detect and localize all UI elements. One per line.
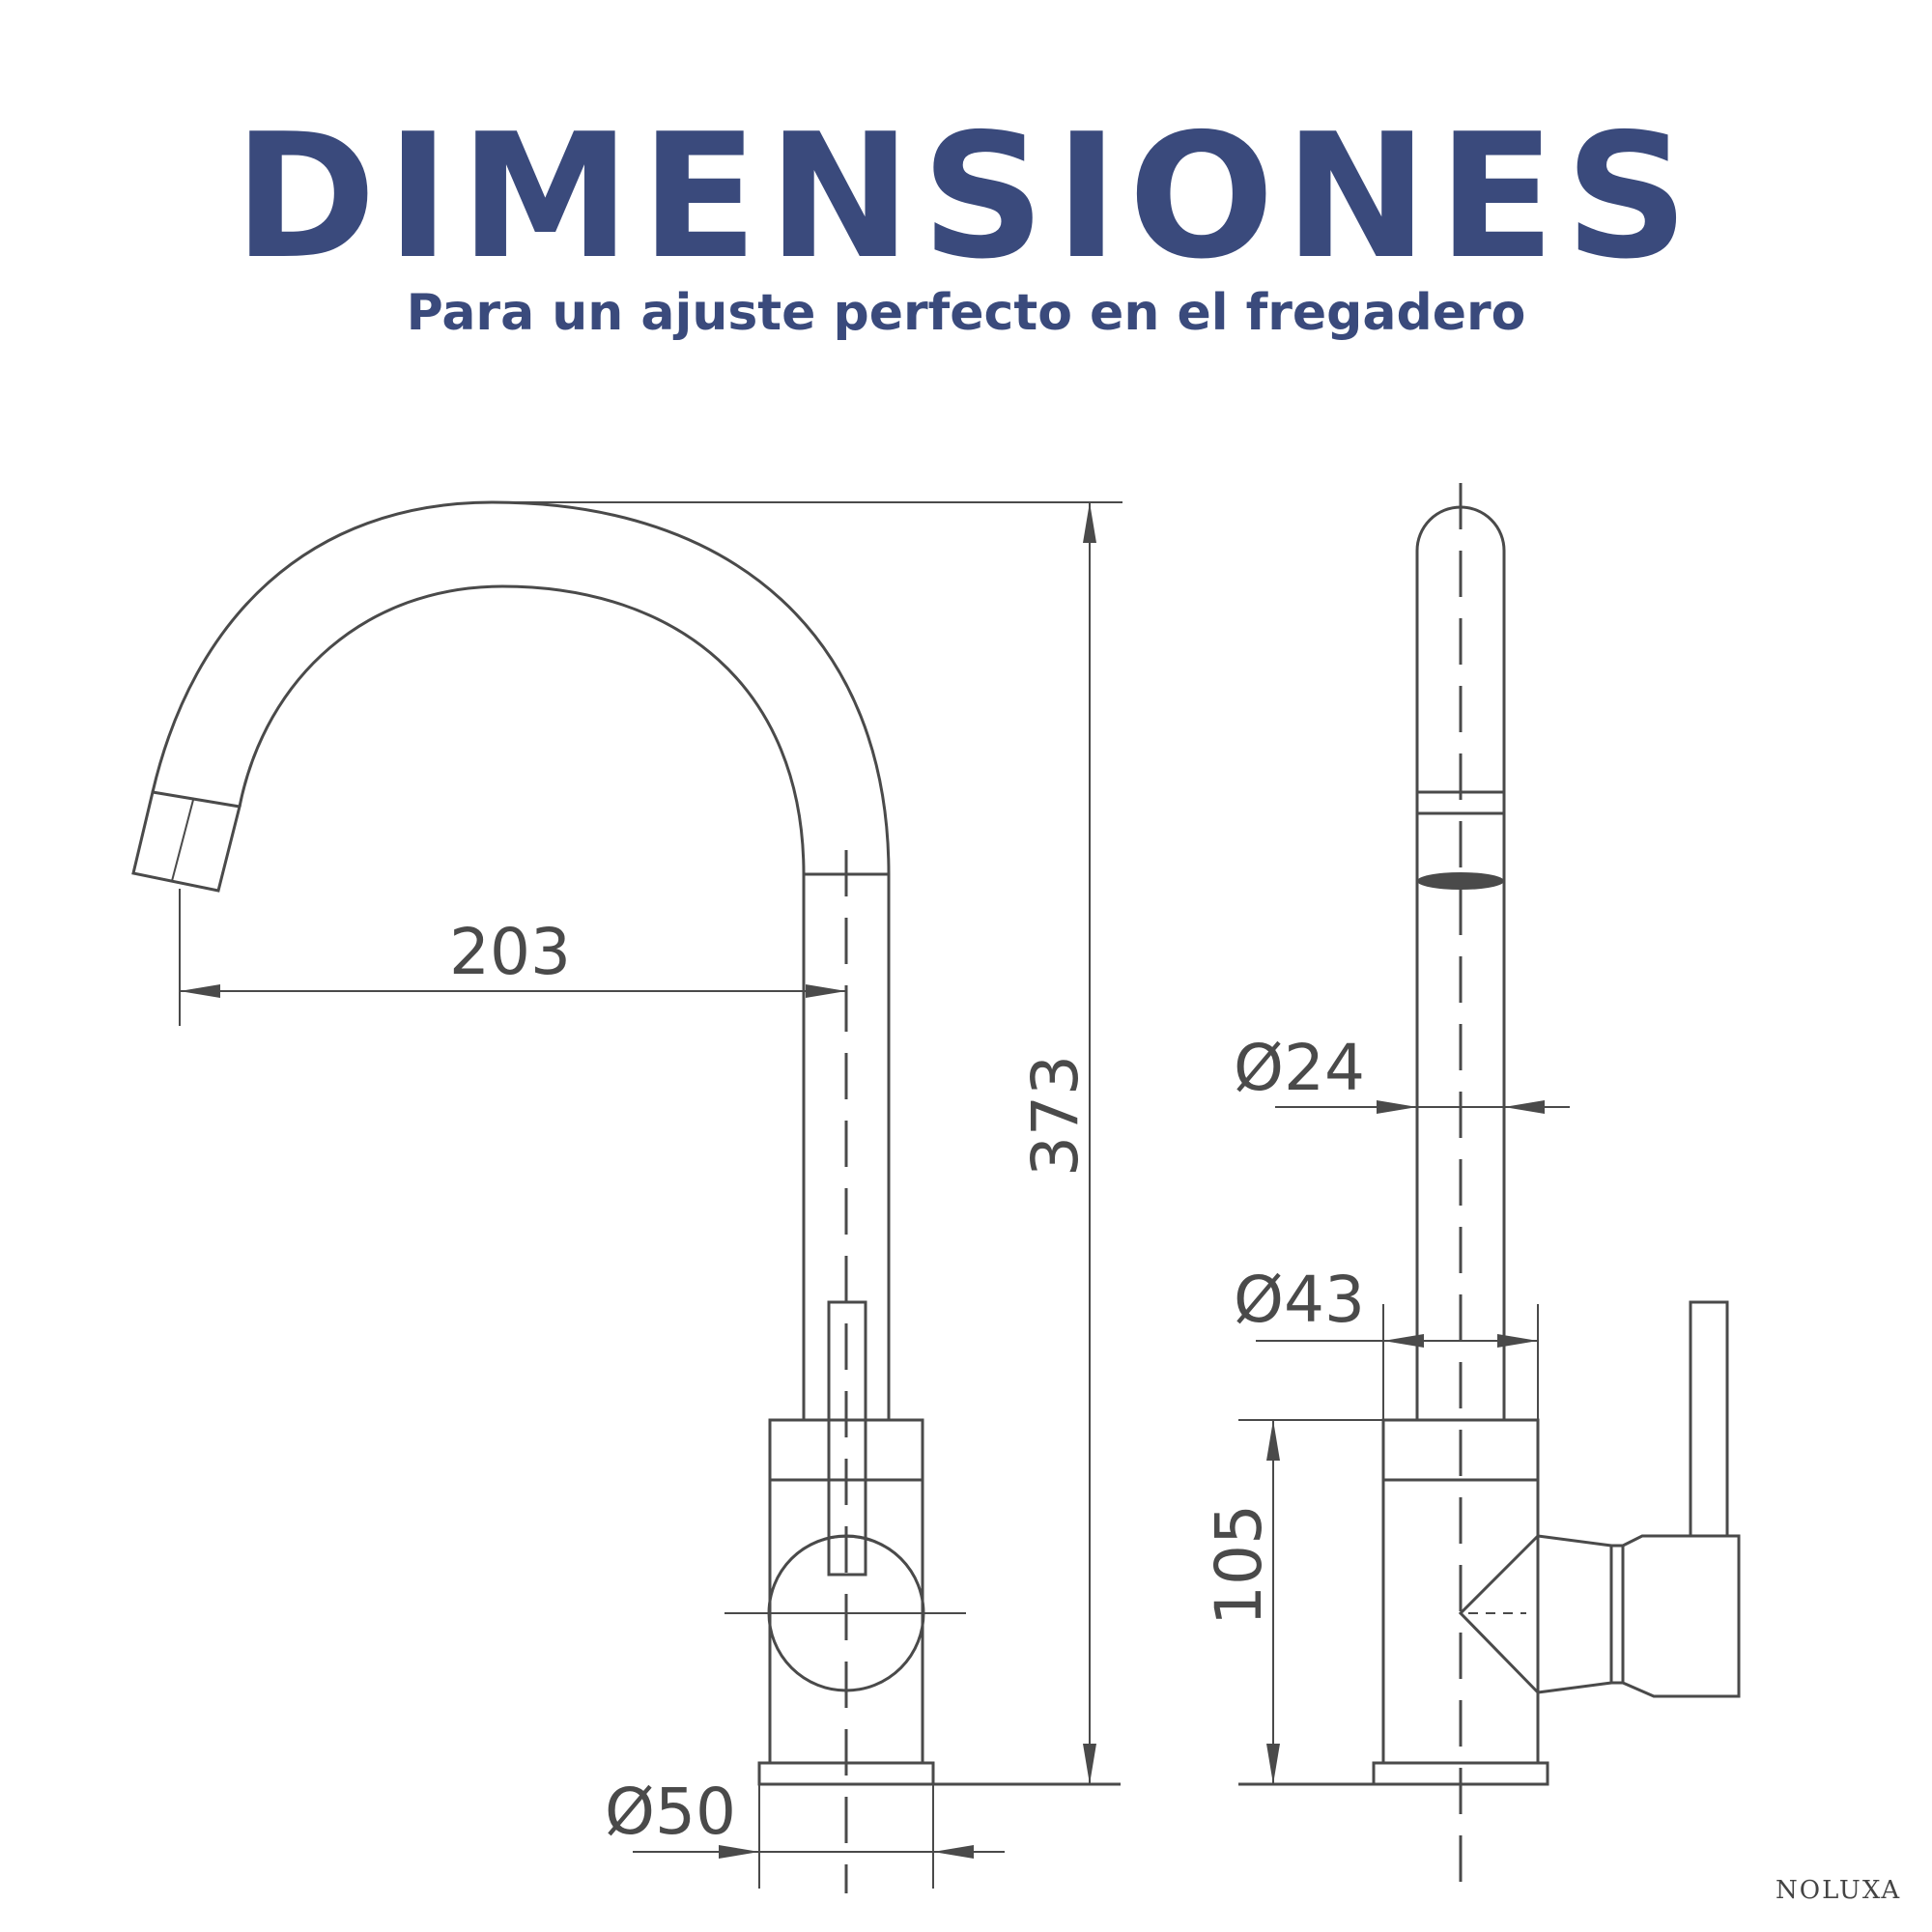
front-view: 203 373 Ø50 bbox=[131, 500, 1122, 1893]
spout-tip-axis bbox=[171, 799, 194, 882]
reach-arrow-left bbox=[180, 984, 220, 998]
page-subtitle: Para un ajuste perfecto en el fregadero bbox=[406, 284, 1526, 342]
side-handle-cap bbox=[1621, 1534, 1741, 1698]
reach-arrow-right bbox=[806, 984, 846, 998]
height-value: 373 bbox=[1018, 1055, 1093, 1177]
side-handle-cone bbox=[1458, 1534, 1540, 1694]
brand-logo-text: NOLUXA bbox=[1776, 1876, 1902, 1905]
base-diameter-value: Ø50 bbox=[605, 1775, 736, 1849]
spout-diameter-arrow-right bbox=[1504, 1100, 1545, 1114]
side-view: Ø24 Ø43 105 bbox=[1202, 483, 1741, 1893]
spout-outer-arc bbox=[151, 500, 891, 875]
page-title: DIMENSIONES bbox=[233, 97, 1699, 297]
height-arrow-bottom bbox=[1083, 1744, 1096, 1784]
base-arrow-right bbox=[933, 1845, 974, 1859]
side-handle-lever bbox=[1689, 1300, 1729, 1538]
body-diameter-arrow-left bbox=[1383, 1334, 1424, 1348]
spout-tip-ring bbox=[152, 791, 241, 808]
reach-value: 203 bbox=[449, 915, 571, 989]
spout-tip bbox=[131, 790, 242, 893]
body-height-arrow-top bbox=[1266, 1420, 1280, 1461]
spout-diameter-value: Ø24 bbox=[1234, 1031, 1365, 1105]
spout-inner-arc bbox=[238, 584, 806, 875]
base-arrow-left bbox=[719, 1845, 759, 1859]
side-handle-ring bbox=[1609, 1544, 1625, 1685]
spout-diameter-arrow-left bbox=[1377, 1100, 1417, 1114]
body-diameter-value: Ø43 bbox=[1234, 1263, 1365, 1337]
side-handle-collar bbox=[1537, 1534, 1613, 1694]
body-diameter-arrow-right bbox=[1497, 1334, 1538, 1348]
height-arrow-top bbox=[1083, 502, 1096, 543]
body-height-arrow-bottom bbox=[1266, 1744, 1280, 1784]
body-height-value: 105 bbox=[1202, 1504, 1276, 1626]
